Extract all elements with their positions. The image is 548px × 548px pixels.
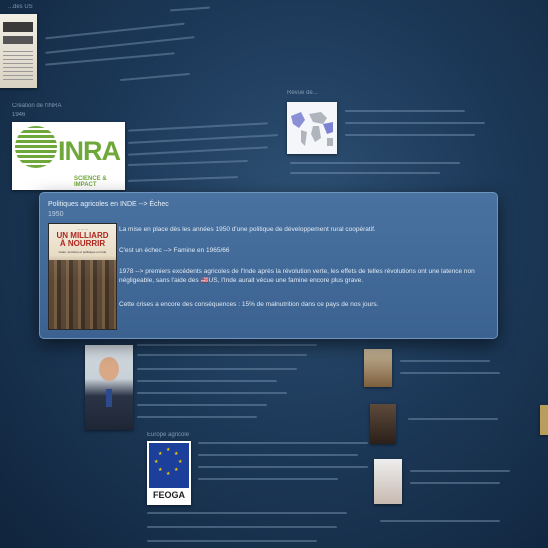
text-line (45, 52, 175, 66)
feoga-logo-image[interactable]: ★★ ★★ ★★ ★★ FEOGA (147, 441, 191, 505)
text-line (128, 159, 248, 167)
thumbnail-image[interactable] (370, 404, 396, 444)
text-line (128, 122, 268, 132)
portrait-image[interactable] (85, 345, 133, 430)
text-line (410, 482, 500, 484)
text-line (345, 122, 485, 124)
text-line (45, 22, 185, 40)
portrait-head (99, 357, 119, 381)
text-line (137, 380, 277, 382)
inra-heading: Création de l'INRA (12, 103, 62, 109)
event-card-year: 1950 (48, 211, 64, 218)
text-line (147, 540, 317, 542)
event-card-paragraph-1: La mise en place dès les années 1950 d'u… (119, 226, 376, 233)
text-line (127, 176, 239, 182)
text-line (137, 404, 267, 406)
event-card-paragraph-2: C'est un échec --> Famine en 1965/66 (119, 247, 230, 254)
text-line (147, 512, 347, 514)
map-heading: Revue de... (287, 90, 318, 96)
text-line (408, 418, 498, 420)
event-card-title: Politiques agricoles en INDE --> Échec (48, 201, 169, 208)
thumbnail-image[interactable] (374, 459, 402, 504)
book-cover-title: UN MILLIARD À NOURRIR (56, 231, 109, 248)
text-line (137, 416, 257, 418)
europe-heading: Europe agricole (147, 432, 190, 438)
book-cover-photo (49, 260, 116, 329)
inra-tagline: SCIENCE & IMPACT (74, 176, 107, 188)
newspaper-clipping-image[interactable] (0, 14, 37, 88)
text-line (137, 368, 297, 370)
portrait-tie (106, 389, 112, 407)
text-line (169, 6, 211, 12)
top-label: ...des US (8, 4, 33, 10)
text-line (198, 454, 358, 456)
inra-year: 1946 (12, 112, 26, 118)
text-line (198, 478, 338, 480)
edge-image (540, 405, 548, 435)
text-line (380, 520, 500, 522)
event-card-paragraph-3: 1978 --> premiers excédents agricoles de… (119, 268, 475, 284)
text-line (410, 470, 510, 472)
text-line (198, 466, 368, 468)
inra-logo-mark (15, 126, 57, 168)
world-map-image[interactable] (287, 102, 337, 154)
text-line (128, 146, 268, 156)
text-line (137, 354, 307, 356)
book-cover-image[interactable]: — — — UN MILLIARD À NOURRIR Grain, terri… (48, 223, 117, 330)
book-cover-subtitle: Grain, territoire et politiques en Inde (58, 250, 107, 254)
text-line (147, 526, 337, 528)
text-line (290, 172, 440, 174)
text-line (400, 360, 490, 362)
text-line (345, 134, 475, 136)
text-line (128, 134, 278, 144)
book-cover-author: — — — (77, 227, 88, 231)
event-card-paragraph-4: Cette crises a encore des conséquences :… (119, 301, 379, 308)
text-line (345, 110, 465, 112)
text-line (120, 72, 190, 82)
text-line (400, 372, 500, 374)
inra-logo-image[interactable]: INRA SCIENCE & IMPACT (12, 122, 125, 190)
inra-logo-text: INRA (58, 136, 121, 166)
feoga-label: FEOGA (152, 490, 185, 500)
event-card[interactable]: Politiques agricoles en INDE --> Échec 1… (39, 192, 498, 339)
text-line (137, 392, 287, 394)
text-line (45, 36, 195, 54)
text-line (137, 344, 317, 346)
text-line (198, 442, 368, 444)
text-line (290, 162, 460, 164)
eu-flag-icon: ★★ ★★ ★★ ★★ (149, 443, 189, 488)
thumbnail-image[interactable] (364, 349, 392, 387)
